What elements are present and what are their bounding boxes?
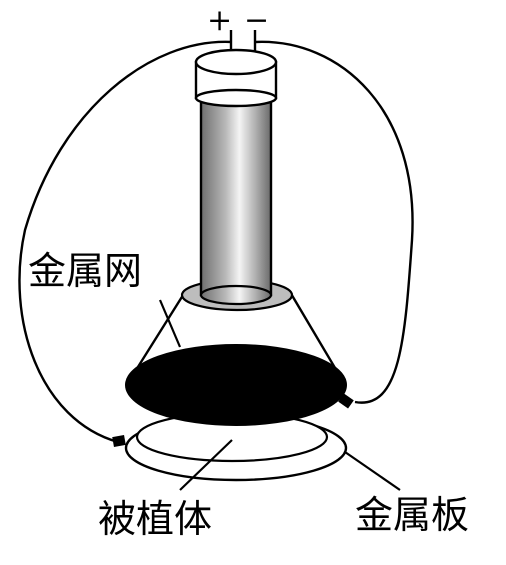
metal-mesh: [125, 344, 347, 426]
tube-cap-bottom: [194, 88, 278, 108]
specimen-pointer: [179, 439, 233, 491]
plate-pointer: [344, 451, 401, 491]
specimen-label: 被植体: [98, 497, 213, 541]
left-wire: [18, 40, 233, 444]
metal-mesh-label: 金属网: [28, 249, 143, 293]
plate-connector: [112, 435, 126, 447]
mesh-connector: [338, 393, 354, 409]
metal-plate-label: 金属板: [355, 493, 470, 537]
electrode-tube: [199, 88, 273, 297]
tube-bottom-edge: [199, 284, 273, 306]
right-wire: [254, 40, 414, 404]
positive-sign-label: +: [207, 3, 233, 38]
tube-cap-top: [194, 48, 278, 76]
mesh-pointer: [158, 299, 182, 348]
negative-sign-label: −: [244, 3, 270, 38]
